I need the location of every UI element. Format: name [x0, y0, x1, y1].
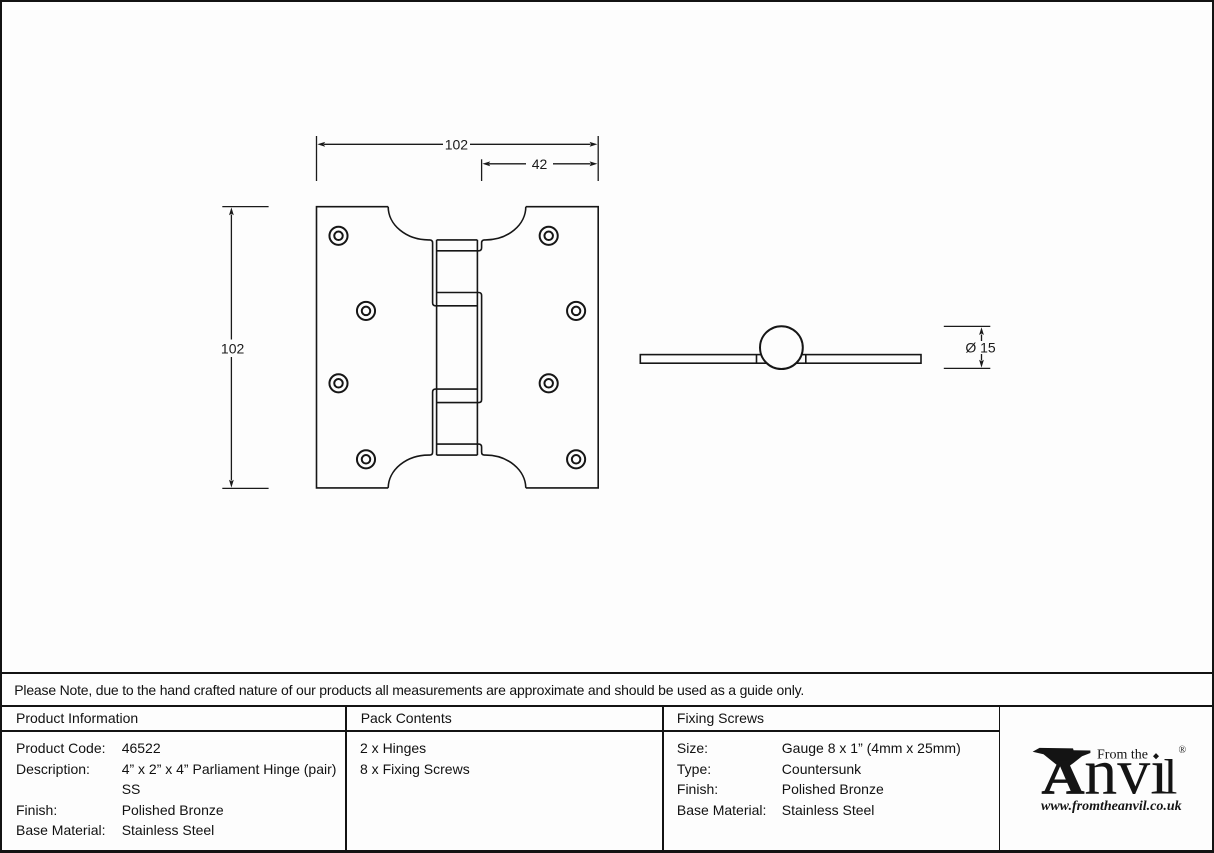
svg-text:Ø 15: Ø 15 — [965, 339, 996, 355]
svg-text:42: 42 — [532, 156, 548, 172]
svg-text:l: l — [1164, 749, 1178, 805]
svg-text:www.fromtheanvil.co.uk: www.fromtheanvil.co.uk — [1041, 799, 1182, 814]
svg-text:®: ® — [1179, 745, 1187, 756]
svg-text:A: A — [1042, 749, 1085, 805]
svg-text:102: 102 — [445, 136, 469, 152]
svg-text:nvı: nvı — [1084, 736, 1168, 809]
svg-text:102: 102 — [221, 340, 245, 356]
svg-text:From the: From the — [1097, 748, 1148, 763]
